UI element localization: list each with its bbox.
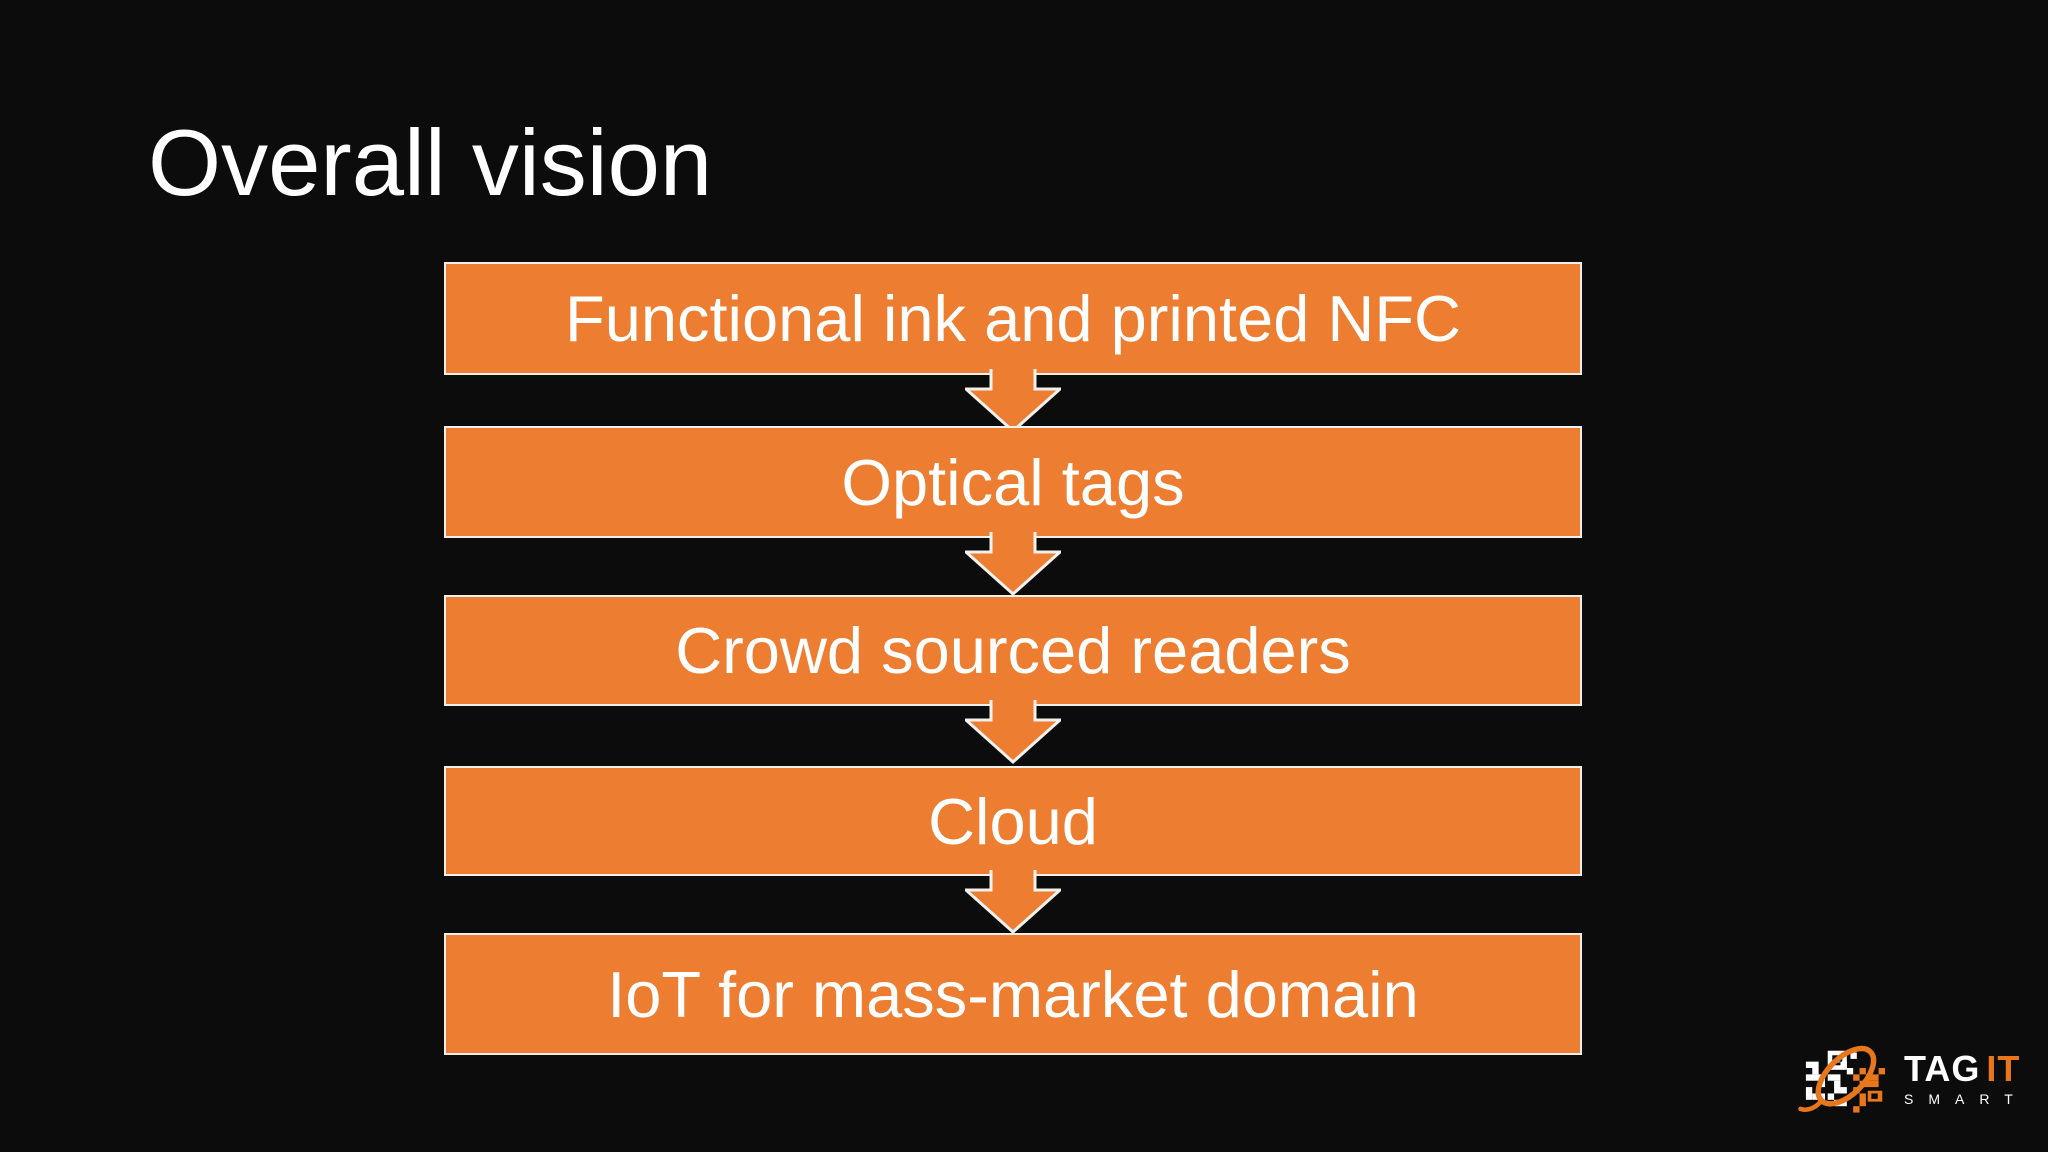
logo-swoosh — [1798, 1045, 1877, 1112]
qr-swoosh-icon — [1798, 1045, 1885, 1113]
down-arrow-icon-1 — [965, 369, 1061, 434]
logo-wordmark: TAG IT SMART — [1904, 1047, 2028, 1107]
logo-text-it: IT — [1986, 1047, 2021, 1089]
flow-step-label: Cloud — [928, 784, 1098, 858]
flow-step-label: Crowd sourced readers — [675, 614, 1351, 687]
flow-step-label: Functional ink and printed NFC — [564, 282, 1461, 355]
logo-text-smart: SMART — [1904, 1090, 2028, 1107]
down-arrow-icon-4 — [965, 870, 1061, 935]
logo-text-tag: TAG — [1904, 1047, 1981, 1089]
down-arrow-icon-3 — [965, 700, 1061, 765]
logo-wordmark-top: TAG IT — [1904, 1047, 2028, 1089]
flow-step-2: Optical tags — [444, 426, 1582, 538]
flow-step-5: IoT for mass-market domain — [444, 933, 1582, 1055]
flow-step-4: Cloud — [444, 766, 1582, 876]
tagitsmart-logo: TAG IT SMART — [1795, 1038, 2028, 1118]
down-arrow-icon-2 — [965, 532, 1061, 597]
flow-step-1: Functional ink and printed NFC — [444, 262, 1582, 375]
flow-step-3: Crowd sourced readers — [444, 595, 1582, 706]
slide-title: Overall vision — [148, 110, 713, 215]
flow-step-label: IoT for mass-market domain — [607, 957, 1419, 1031]
flow-step-label: Optical tags — [841, 445, 1185, 519]
